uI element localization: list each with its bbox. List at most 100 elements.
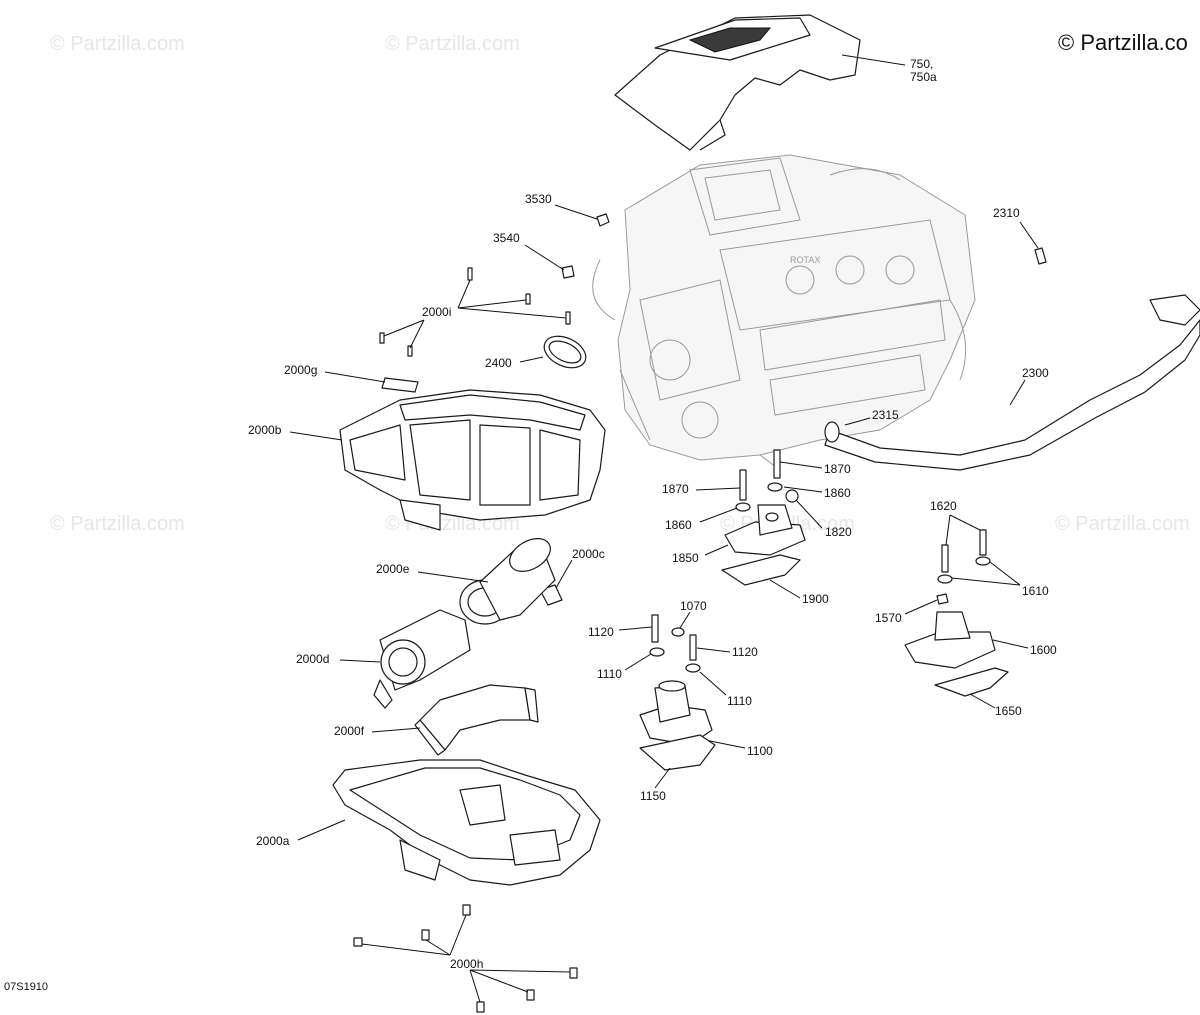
label-1120-a: 1120 bbox=[588, 625, 614, 639]
part-750-engine-cover bbox=[614, 14, 861, 151]
part-1570-fastener bbox=[936, 593, 949, 605]
label-2315: 2315 bbox=[872, 408, 899, 422]
part-1070-fastener bbox=[671, 627, 685, 637]
leader-1820 bbox=[795, 499, 823, 529]
label-1110-b: 1110 bbox=[727, 694, 752, 708]
part-3540-clip bbox=[561, 265, 575, 279]
label-3540: 3540 bbox=[493, 231, 520, 245]
leader-1650 bbox=[969, 693, 996, 709]
label-1870-a: 1870 bbox=[662, 482, 689, 496]
label-2000g: 2000g bbox=[284, 363, 317, 377]
leader-2000c bbox=[555, 559, 573, 589]
part-2000e-intake-duct bbox=[459, 538, 556, 625]
leader-3530 bbox=[554, 204, 598, 220]
watermark-3: © Partzilla.com bbox=[50, 513, 185, 535]
watermark-6: © Partzilla.com bbox=[1055, 513, 1190, 535]
leader-3540 bbox=[524, 244, 565, 271]
part-2000i-screws bbox=[379, 267, 571, 357]
part-2000a-airbox-base bbox=[332, 759, 601, 886]
leader-1150 bbox=[654, 767, 671, 789]
leader-1110-b bbox=[699, 671, 727, 696]
part-1610-washers bbox=[937, 556, 991, 584]
part-1600-engine-support bbox=[904, 611, 996, 669]
leader-1620 bbox=[945, 514, 981, 546]
part-2000d-bellows bbox=[373, 609, 471, 709]
label-1610: 1610 bbox=[1022, 584, 1049, 598]
label-750a: 750a bbox=[910, 70, 937, 84]
leader-2000g bbox=[324, 371, 386, 383]
label-2000c: 2000c bbox=[572, 547, 605, 561]
part-1150-shim bbox=[639, 734, 716, 771]
part-1110-washers bbox=[649, 647, 701, 673]
label-2000e: 2000e bbox=[376, 562, 410, 576]
label-1600: 1600 bbox=[1030, 643, 1057, 657]
part-2000f-elbow-duct bbox=[414, 684, 539, 756]
leader-2000i bbox=[383, 279, 567, 349]
part-1850-engine-support bbox=[724, 504, 806, 556]
leader-1110-a bbox=[624, 653, 652, 671]
label-2000a: 2000a bbox=[256, 834, 290, 848]
leader-2300 bbox=[1009, 379, 1026, 406]
part-1860-washers bbox=[735, 482, 783, 512]
leader-2400 bbox=[519, 356, 544, 363]
label-1120-b: 1120 bbox=[732, 645, 758, 659]
label-1570: 1570 bbox=[875, 611, 902, 625]
leader-1570 bbox=[904, 599, 938, 615]
label-2000b: 2000b bbox=[248, 423, 282, 437]
leader-2315 bbox=[844, 417, 871, 426]
leader-2310 bbox=[1019, 221, 1039, 249]
label-1620: 1620 bbox=[930, 499, 957, 513]
label-1100: 1100 bbox=[747, 744, 773, 758]
leader-2000f bbox=[371, 727, 421, 733]
label-2000f: 2000f bbox=[334, 724, 365, 738]
part-1620-bolts bbox=[941, 529, 987, 573]
leader-1120-a bbox=[618, 626, 653, 631]
part-2000b-intake-manifold bbox=[339, 389, 606, 531]
label-2000h: 2000h bbox=[450, 957, 483, 971]
leader-2000h bbox=[361, 914, 571, 1003]
part-2000g-label bbox=[381, 377, 419, 393]
leader-2000d bbox=[339, 659, 381, 663]
label-2310: 2310 bbox=[993, 206, 1020, 220]
part-2310-fitting bbox=[1034, 247, 1047, 265]
leader-750 bbox=[841, 54, 906, 66]
part-1120-bolts bbox=[651, 614, 697, 661]
label-1860-b: 1860 bbox=[824, 486, 851, 500]
part-1820-mount bbox=[785, 489, 799, 503]
part-2400-clamp bbox=[543, 335, 587, 369]
leader-1860-a bbox=[699, 507, 738, 523]
label-2400: 2400 bbox=[485, 356, 512, 370]
leader-2000a bbox=[297, 819, 346, 841]
leader-1100 bbox=[704, 739, 746, 749]
leader-1850 bbox=[704, 544, 729, 556]
copyright-text: © Partzilla.co bbox=[1058, 30, 1188, 55]
label-1900: 1900 bbox=[802, 592, 829, 606]
part-2000h-fasteners bbox=[353, 904, 578, 1013]
label-2300: 2300 bbox=[1022, 366, 1049, 380]
watermark-2: © Partzilla.com bbox=[385, 33, 520, 55]
label-750: 750, bbox=[910, 57, 933, 71]
label-1850: 1850 bbox=[672, 551, 699, 565]
leader-1600 bbox=[992, 639, 1029, 649]
leader-1900 bbox=[769, 579, 801, 599]
label-1820: 1820 bbox=[825, 525, 852, 539]
label-3530: 3530 bbox=[525, 192, 552, 206]
part-2315-clamp bbox=[824, 421, 840, 443]
part-2300-hose bbox=[824, 294, 1200, 471]
leader-2000e bbox=[417, 571, 489, 583]
leader-1870-a bbox=[695, 487, 741, 491]
engine-brand-mark: ROTAX bbox=[790, 255, 820, 265]
leader-2000b bbox=[289, 431, 343, 441]
part-1100-engine-support bbox=[639, 680, 713, 746]
diagram-code: 07S1910 bbox=[4, 981, 48, 993]
part-3530-clip bbox=[596, 213, 610, 227]
leader-1070 bbox=[679, 611, 691, 629]
watermark-group: © Partzilla.com © Partzilla.com © Partzi… bbox=[50, 33, 1190, 535]
part-1870-bolts bbox=[739, 449, 781, 501]
label-2000i: 2000i bbox=[422, 305, 451, 319]
label-1070: 1070 bbox=[680, 599, 707, 613]
label-1650: 1650 bbox=[995, 704, 1022, 718]
leader-1860-b bbox=[783, 486, 823, 493]
watermark-1: © Partzilla.com bbox=[50, 33, 185, 55]
